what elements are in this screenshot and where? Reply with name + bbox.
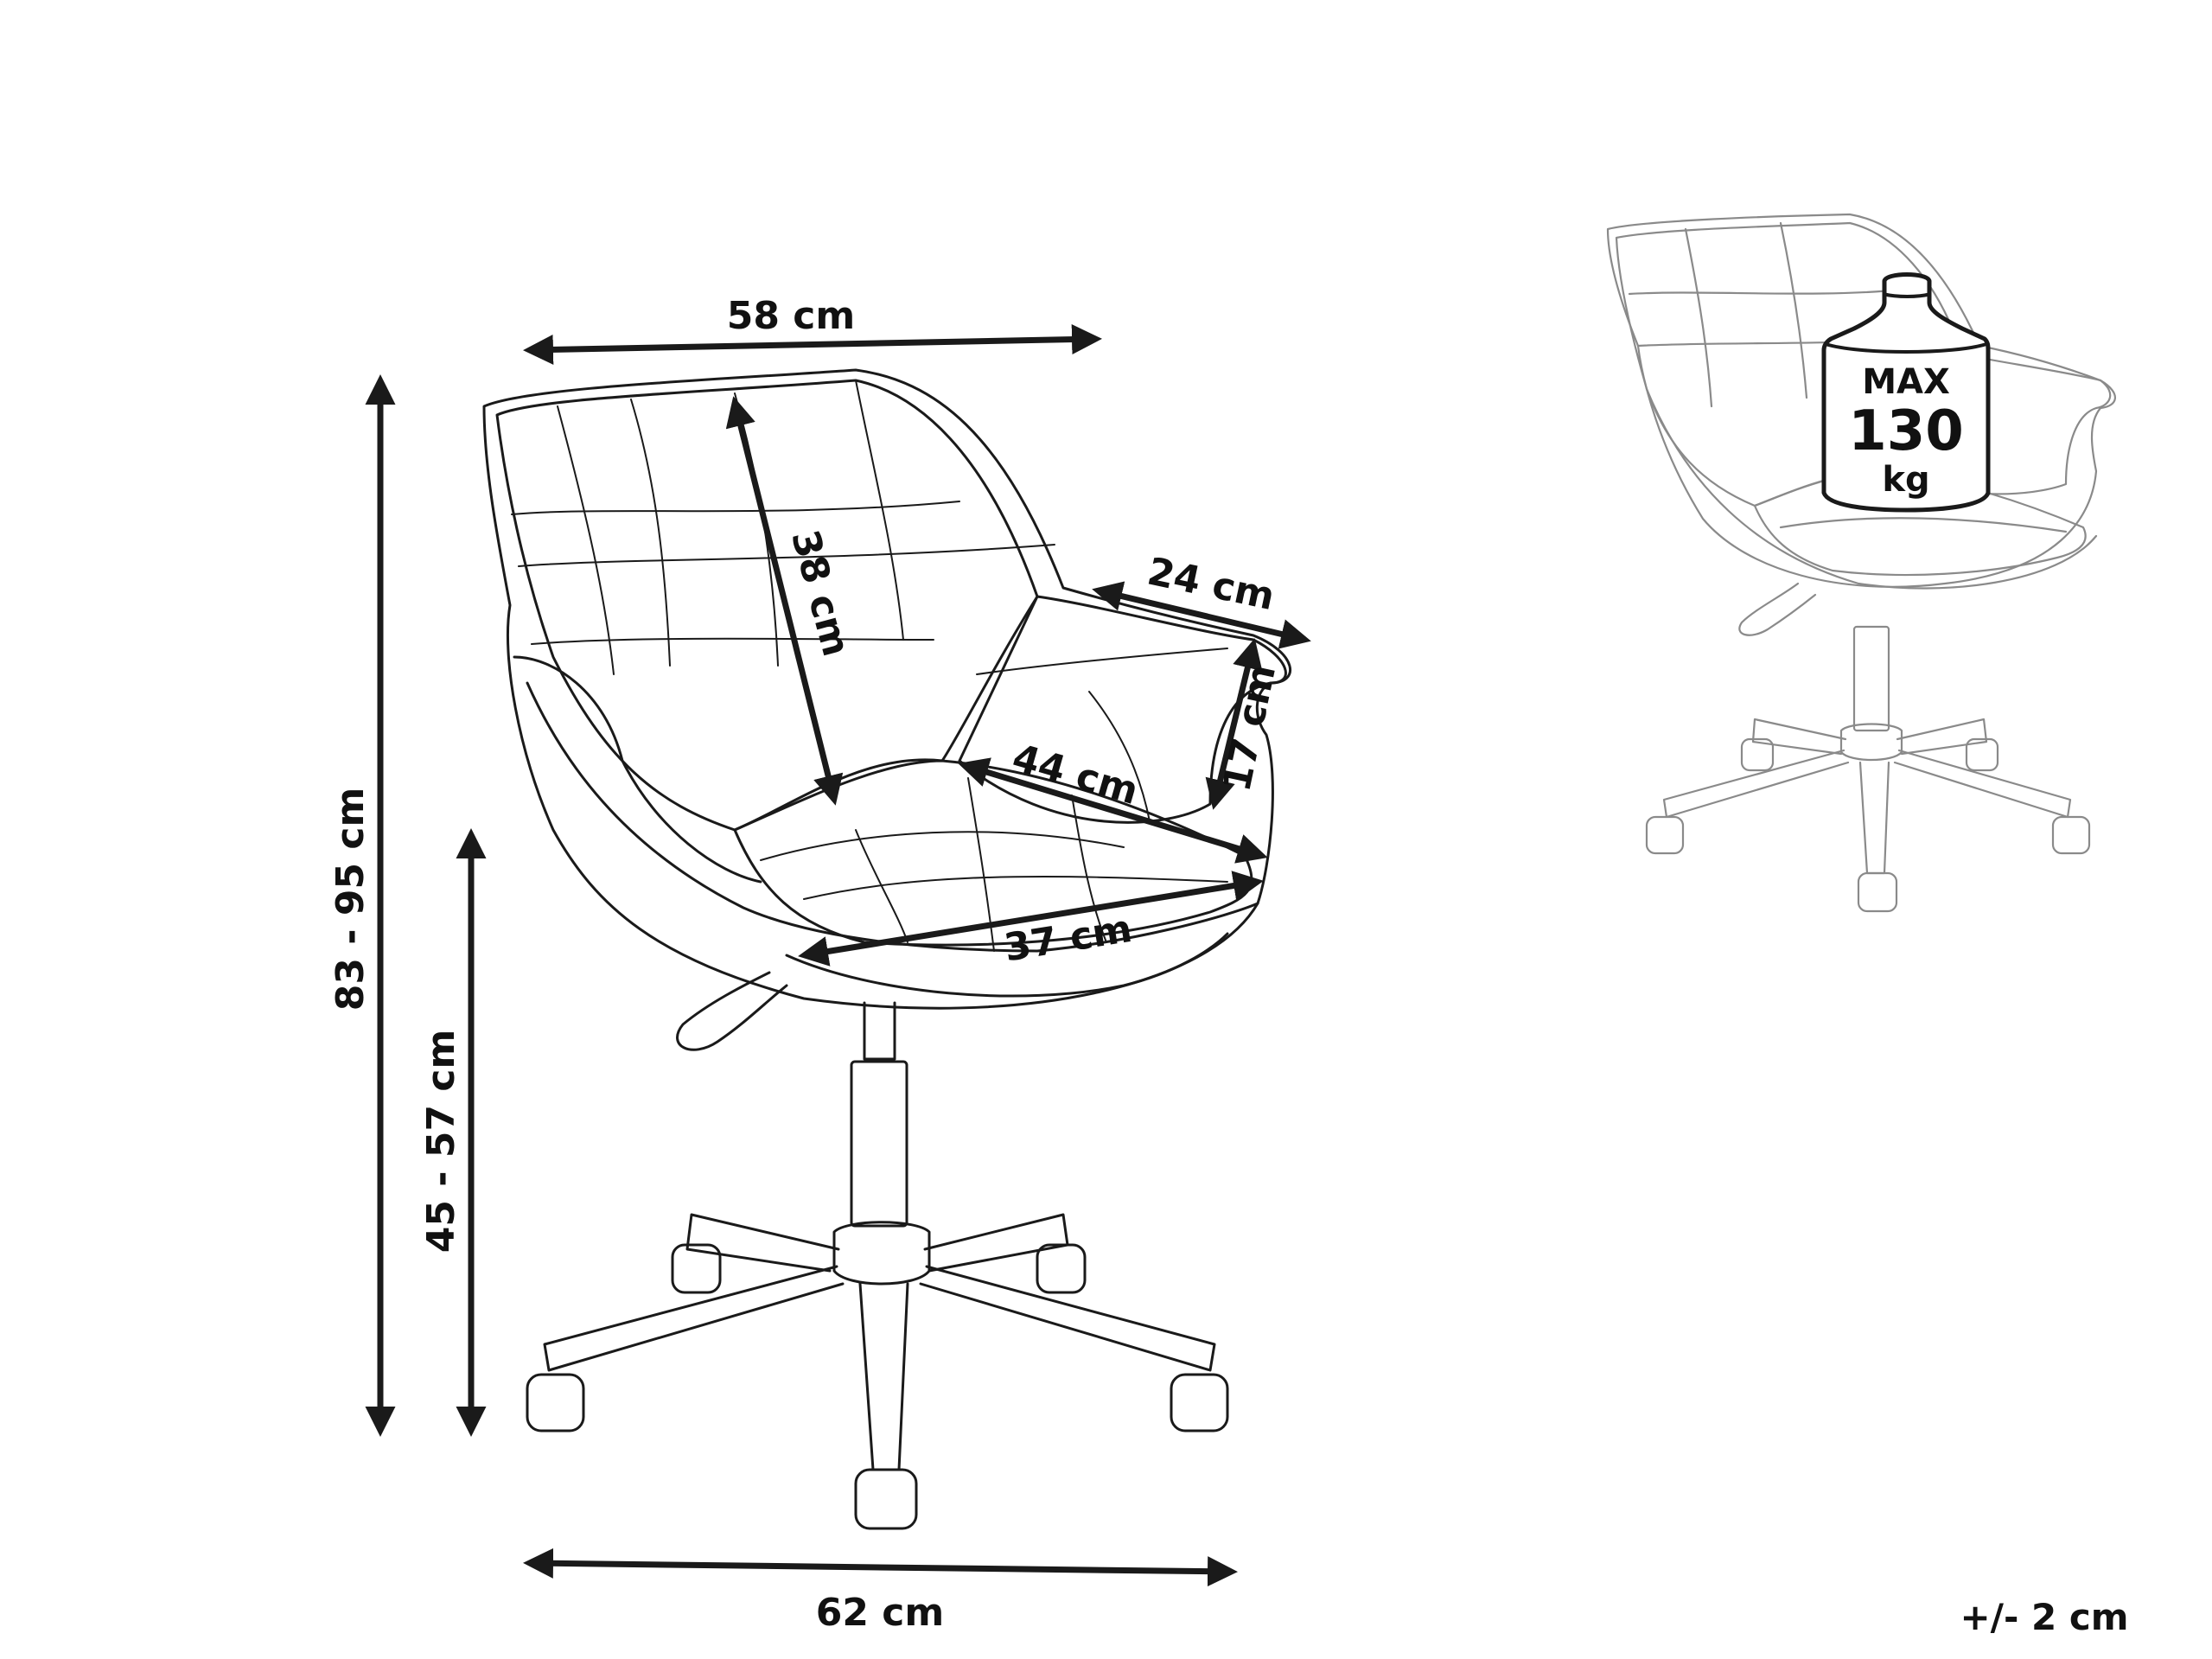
label-seat-width: 37 cm <box>1001 907 1135 971</box>
thumb-leg-4 <box>1893 749 2072 819</box>
base-leg-left-front <box>543 1265 845 1372</box>
thumb-caster-4 <box>2051 815 2091 855</box>
seat-cushion <box>733 759 1253 947</box>
thumb-cylinder <box>1852 625 1890 732</box>
caster-front-left <box>526 1373 585 1432</box>
seat-tuft-3 <box>855 829 908 943</box>
label-tolerance: +/- 2 cm <box>1960 1596 2128 1638</box>
main-chair-drawing <box>482 368 1292 1530</box>
backrest-front <box>495 379 1039 832</box>
thumb-seat-tuft <box>1779 517 2068 533</box>
caster-front-right <box>1170 1373 1229 1432</box>
label-armrest-height: 17 cm <box>1214 660 1284 795</box>
thumb-seat-rim <box>1645 387 2098 590</box>
lift-lever <box>676 971 788 1051</box>
seat-tuft-1 <box>760 831 1125 861</box>
thumb-backrest-outline <box>1606 213 2116 588</box>
caster-back-left <box>671 1243 722 1294</box>
thumb-tuft-h1 <box>1628 288 1903 296</box>
backrest-tuft-v2 <box>630 399 671 667</box>
backrest-outline <box>482 368 1292 1010</box>
backrest-tuft-h3 <box>531 637 934 645</box>
base-leg-front <box>858 1282 909 1471</box>
thumb-leg-2 <box>1896 718 1988 756</box>
thumb-caster-3 <box>1645 815 1685 855</box>
weight-icon <box>1821 272 1991 513</box>
thumb-tuft-v2 <box>1779 221 1808 399</box>
backrest-tuft-v4 <box>855 380 904 641</box>
gas-cylinder-top <box>863 1001 896 1061</box>
arrow-seat-depth <box>958 757 1268 864</box>
arrow-armrest-depth <box>1092 581 1311 649</box>
weight-capacity-badge: MAX 130 kg <box>1821 272 1991 513</box>
weight-icon-neck-band <box>1882 292 1932 298</box>
weight-line-1: MAX <box>1862 362 1950 402</box>
thumb-caster-1 <box>1740 737 1775 772</box>
thumb-leg-5 <box>1858 761 1890 875</box>
thumb-tuft-v1 <box>1684 227 1713 408</box>
label-seat-height: 45 - 57 cm <box>419 1030 463 1254</box>
weight-line-3: kg <box>1882 460 1929 500</box>
weight-line-2: 130 <box>1848 399 1964 463</box>
thumb-lever <box>1738 582 1817 636</box>
base-hub <box>832 1221 931 1286</box>
arrow-seat-width <box>798 871 1264 967</box>
base-leg-left-back <box>685 1213 840 1273</box>
gas-cylinder <box>850 1060 908 1228</box>
backrest-tuft-v1 <box>557 405 615 675</box>
backrest-tuft-h1 <box>511 501 960 515</box>
thumb-leg-3 <box>1662 749 1850 819</box>
arrow-base-width <box>523 1547 1238 1587</box>
label-total-height: 83 - 95 cm <box>328 788 373 1011</box>
caster-front <box>854 1468 918 1530</box>
thumb-hub <box>1839 723 1903 762</box>
caster-back-right <box>1036 1243 1087 1294</box>
thumb-leg-1 <box>1751 718 1847 756</box>
arrow-backrest-height <box>725 396 844 806</box>
dimension-arrows <box>365 324 1311 1587</box>
armrest-tuft-1 <box>976 648 1228 675</box>
thumbnail-chair-drawing <box>1606 213 2116 913</box>
label-seat-top-width: 58 cm <box>727 294 855 338</box>
label-base-width: 62 cm <box>816 1591 944 1635</box>
base-leg-right-front <box>919 1265 1216 1372</box>
left-arm-sweep <box>513 655 762 884</box>
weight-icon-shoulder <box>1825 342 1987 354</box>
arrow-seat-top-width <box>523 324 1102 365</box>
thumb-caster-2 <box>1965 737 1999 772</box>
thumb-caster-5 <box>1857 871 1898 913</box>
base-leg-right-back <box>923 1213 1069 1273</box>
